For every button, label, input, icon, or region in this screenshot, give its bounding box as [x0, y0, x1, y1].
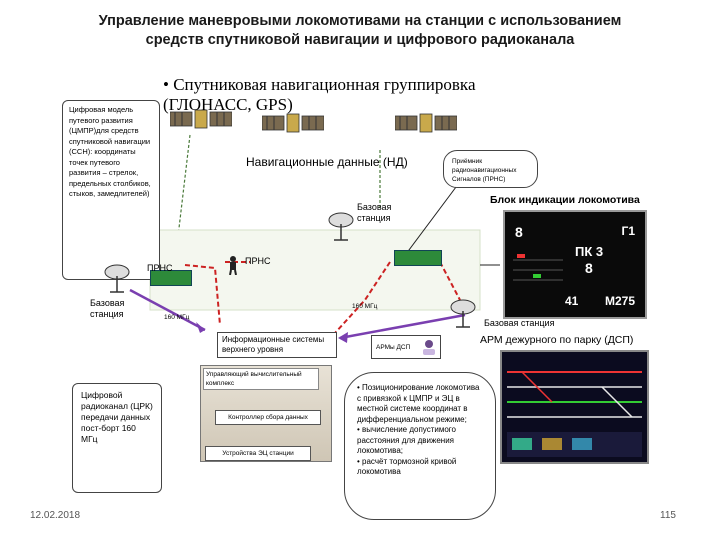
- data-controller-box: Контроллер сбора данных: [215, 410, 321, 425]
- worker-icon: [229, 256, 237, 275]
- loco-top-right: Г1: [621, 224, 635, 238]
- satellite-icon: [262, 113, 324, 133]
- slide-title: Управление маневровыми локомотивами на с…: [40, 12, 680, 50]
- track-segment: [394, 250, 442, 266]
- function-item: • Позиционирование локомотива с привязко…: [357, 383, 480, 424]
- operator-icon: [423, 340, 435, 355]
- prns-left-label: ПРНС: [147, 263, 173, 273]
- loco-bottom-right: М275: [604, 294, 635, 308]
- base-station-left-label: Базовая станция: [90, 298, 125, 319]
- freq-right-label: 160 МГц: [352, 303, 378, 310]
- track-segment: [150, 270, 192, 286]
- receiver-text: Приёмник радионавигационных Сигналов (ПР…: [452, 158, 517, 183]
- base-station-antenna-icon: [104, 264, 130, 293]
- loco-mid-num: 8: [585, 260, 593, 276]
- loco-bottom-left: 41: [565, 294, 579, 308]
- loco-display-title: Блок индикации локомотива: [490, 194, 640, 206]
- radio-channel-text: Цифровой радиоканал (ЦРК) передачи данны…: [81, 390, 153, 444]
- info-systems-box: Информационные системы верхнего уровня: [217, 332, 337, 358]
- receiver-callout: Приёмник радионавигационных Сигналов (ПР…: [443, 150, 538, 188]
- satellite-icon: [395, 113, 457, 133]
- title-line-2: средств спутниковой навигации и цифровог…: [145, 32, 575, 48]
- page-number: 115: [660, 510, 676, 521]
- base-station-center-label: Базовая станция: [357, 202, 392, 223]
- footer-date: 12.02.2018: [30, 510, 81, 521]
- digital-model-text: Цифровая модель путевого развития (ЦМПР)…: [69, 105, 151, 198]
- function-item: • расчёт тормозной кривой локомотива: [357, 456, 457, 477]
- prns-mid-label: ПРНС: [245, 256, 271, 266]
- control-complex-image: Управляющий вычислительный комплекс Конт…: [200, 365, 332, 462]
- nav-data-label: Навигационные данные (НД): [246, 155, 408, 169]
- radio-channel-callout: Цифровой радиоканал (ЦРК) передачи данны…: [72, 383, 162, 493]
- arm-screen: [500, 350, 649, 464]
- loco-top-left: 8: [515, 224, 523, 240]
- loco-panel-grid: [513, 254, 563, 281]
- control-complex-label: Управляющий вычислительный комплекс: [203, 368, 319, 390]
- title-line-1: Управление маневровыми локомотивами на с…: [98, 13, 622, 29]
- digital-model-callout: Цифровая модель путевого развития (ЦМПР)…: [62, 100, 160, 280]
- loco-display-panel: 8 Г1 ПК 3 8 41 М275: [503, 210, 647, 319]
- satellites-caption: • Спутниковая навигационная группировка …: [163, 75, 476, 114]
- satellite-icon: [170, 109, 232, 129]
- arm-dsp-small-label: АРМы ДСП: [376, 344, 411, 351]
- functions-callout: • Позиционирование локомотива с привязко…: [344, 372, 496, 520]
- function-item: • вычисление допустимого расстояния для …: [357, 425, 456, 455]
- arm-title: АРМ дежурного по парку (ДСП): [480, 334, 634, 346]
- loco-mid-big: ПК 3: [575, 244, 604, 259]
- base-station-antenna-icon: [450, 299, 476, 328]
- ets-devices-box: Устройства ЭЦ станции: [205, 446, 311, 461]
- base-station-right-label: Базовая станция: [484, 318, 555, 328]
- freq-left-label: 160 МГц: [164, 314, 190, 321]
- arm-track-diagram: [507, 371, 642, 457]
- base-station-antenna-icon: [328, 212, 354, 241]
